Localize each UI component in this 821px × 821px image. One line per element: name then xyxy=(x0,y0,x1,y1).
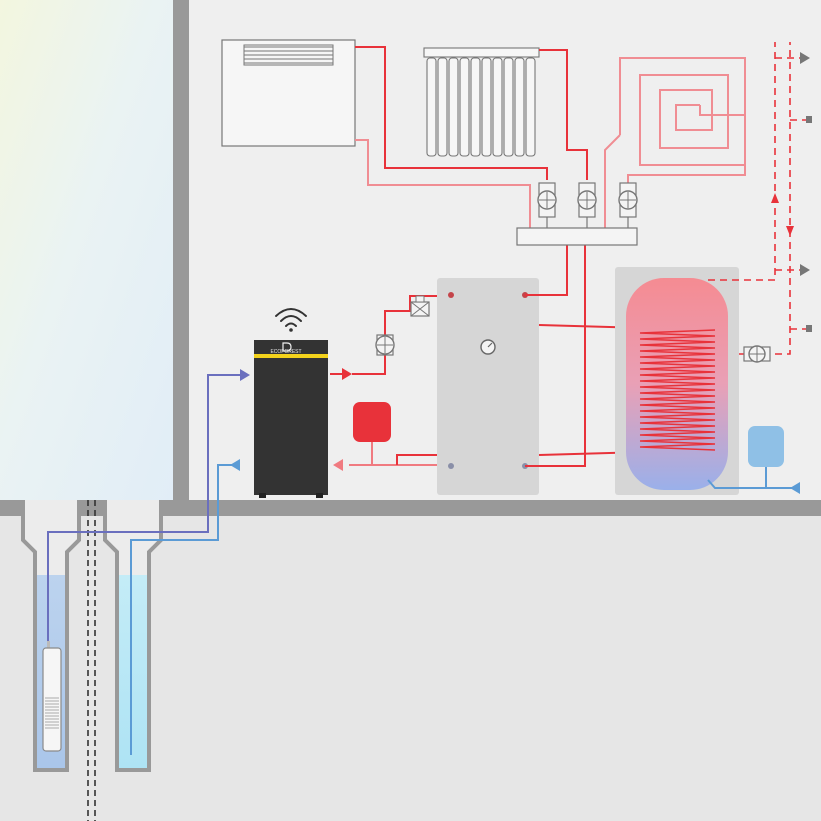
ufh-supply-pipe xyxy=(604,134,621,228)
hp-return-arrow xyxy=(333,459,343,471)
underfloor-heating-icon xyxy=(619,57,746,166)
submersible-pump-icon xyxy=(42,641,62,752)
expansion-vessel-icon xyxy=(353,402,391,465)
brand-label: ECOFOREST xyxy=(270,349,301,355)
ufh-return-pipe xyxy=(627,105,746,185)
well-supply-pipe xyxy=(47,374,240,641)
pump-icon xyxy=(577,182,597,218)
well-return-pipe xyxy=(130,464,240,755)
fan-coil-return-pipe xyxy=(355,139,531,228)
buffer-tank-icon xyxy=(437,278,539,495)
tap-icon xyxy=(775,264,810,276)
heat-pump-icon: ECOFOREST xyxy=(254,340,328,498)
injection-well-icon xyxy=(103,500,163,772)
dhw-hot-outlet-pipe xyxy=(708,42,776,281)
dhw-coil xyxy=(639,329,716,451)
tap-icon xyxy=(790,325,812,332)
pump-icon xyxy=(618,182,638,218)
flow-up-arrow xyxy=(771,193,779,203)
wifi-icon xyxy=(275,308,307,332)
buffer-to-manifold-pipe xyxy=(525,245,568,296)
well-return-arrow xyxy=(230,459,240,471)
house-wall xyxy=(173,0,189,500)
cold-water-arrow xyxy=(790,482,800,494)
property-boundary-line xyxy=(87,500,96,821)
manifold-icon xyxy=(516,217,638,246)
tap-icon xyxy=(790,116,812,123)
dhw-tank-icon xyxy=(615,267,739,495)
hp-supply-arrow xyxy=(342,368,352,380)
outdoor-sky xyxy=(0,0,173,500)
thermometer-icon xyxy=(480,339,496,355)
radiator-icon xyxy=(423,47,540,157)
manifold-return-pipe xyxy=(525,245,586,467)
three-way-valve-icon xyxy=(410,295,430,317)
fan-coil-icon xyxy=(221,39,356,147)
well-supply-arrow xyxy=(240,369,250,381)
expansion-vessel-icon xyxy=(748,426,784,488)
pump-icon xyxy=(743,345,771,363)
tap-icon xyxy=(775,52,810,64)
fan-coil-supply-pipe xyxy=(355,46,548,180)
pump-icon xyxy=(537,182,557,218)
radiator-supply-pipe xyxy=(539,49,588,180)
floor-slab xyxy=(0,500,821,516)
buffer-return-pipe xyxy=(396,454,437,465)
pump-icon xyxy=(375,334,395,356)
cold-water-inlet-pipe xyxy=(707,479,800,489)
flow-down-arrow xyxy=(786,226,794,236)
